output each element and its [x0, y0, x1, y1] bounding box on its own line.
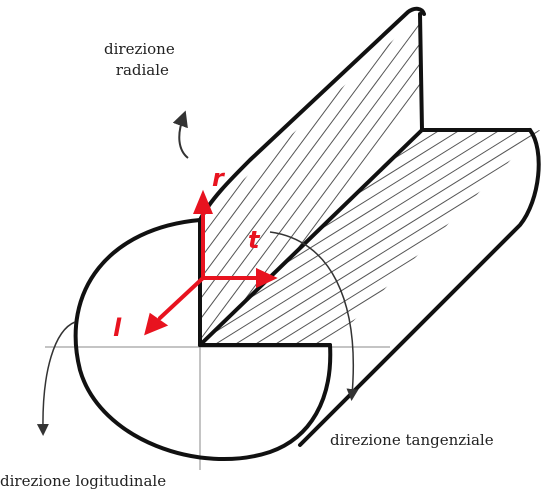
rotation-arrow-radial [172, 110, 189, 159]
axis-label-r: r [212, 164, 224, 192]
tangential-curve-arrow [269, 231, 359, 401]
radial-direction-label: direzione radiale [104, 39, 175, 81]
longitudinal-direction-label: direzione logitudinale [0, 472, 167, 490]
axis-arrows [144, 189, 278, 336]
longitudinal-curve-arrow [36, 321, 76, 436]
tangential-direction-label: direzione tangenziale [330, 431, 494, 449]
log-outline [73, 6, 541, 461]
axis-label-t: t [248, 226, 260, 254]
radial-label-line1: direzione [104, 40, 175, 58]
axis-label-l: l [113, 314, 122, 342]
radial-label-line2: radiale [115, 61, 169, 79]
longitudinal-axis-arrow [158, 276, 205, 320]
